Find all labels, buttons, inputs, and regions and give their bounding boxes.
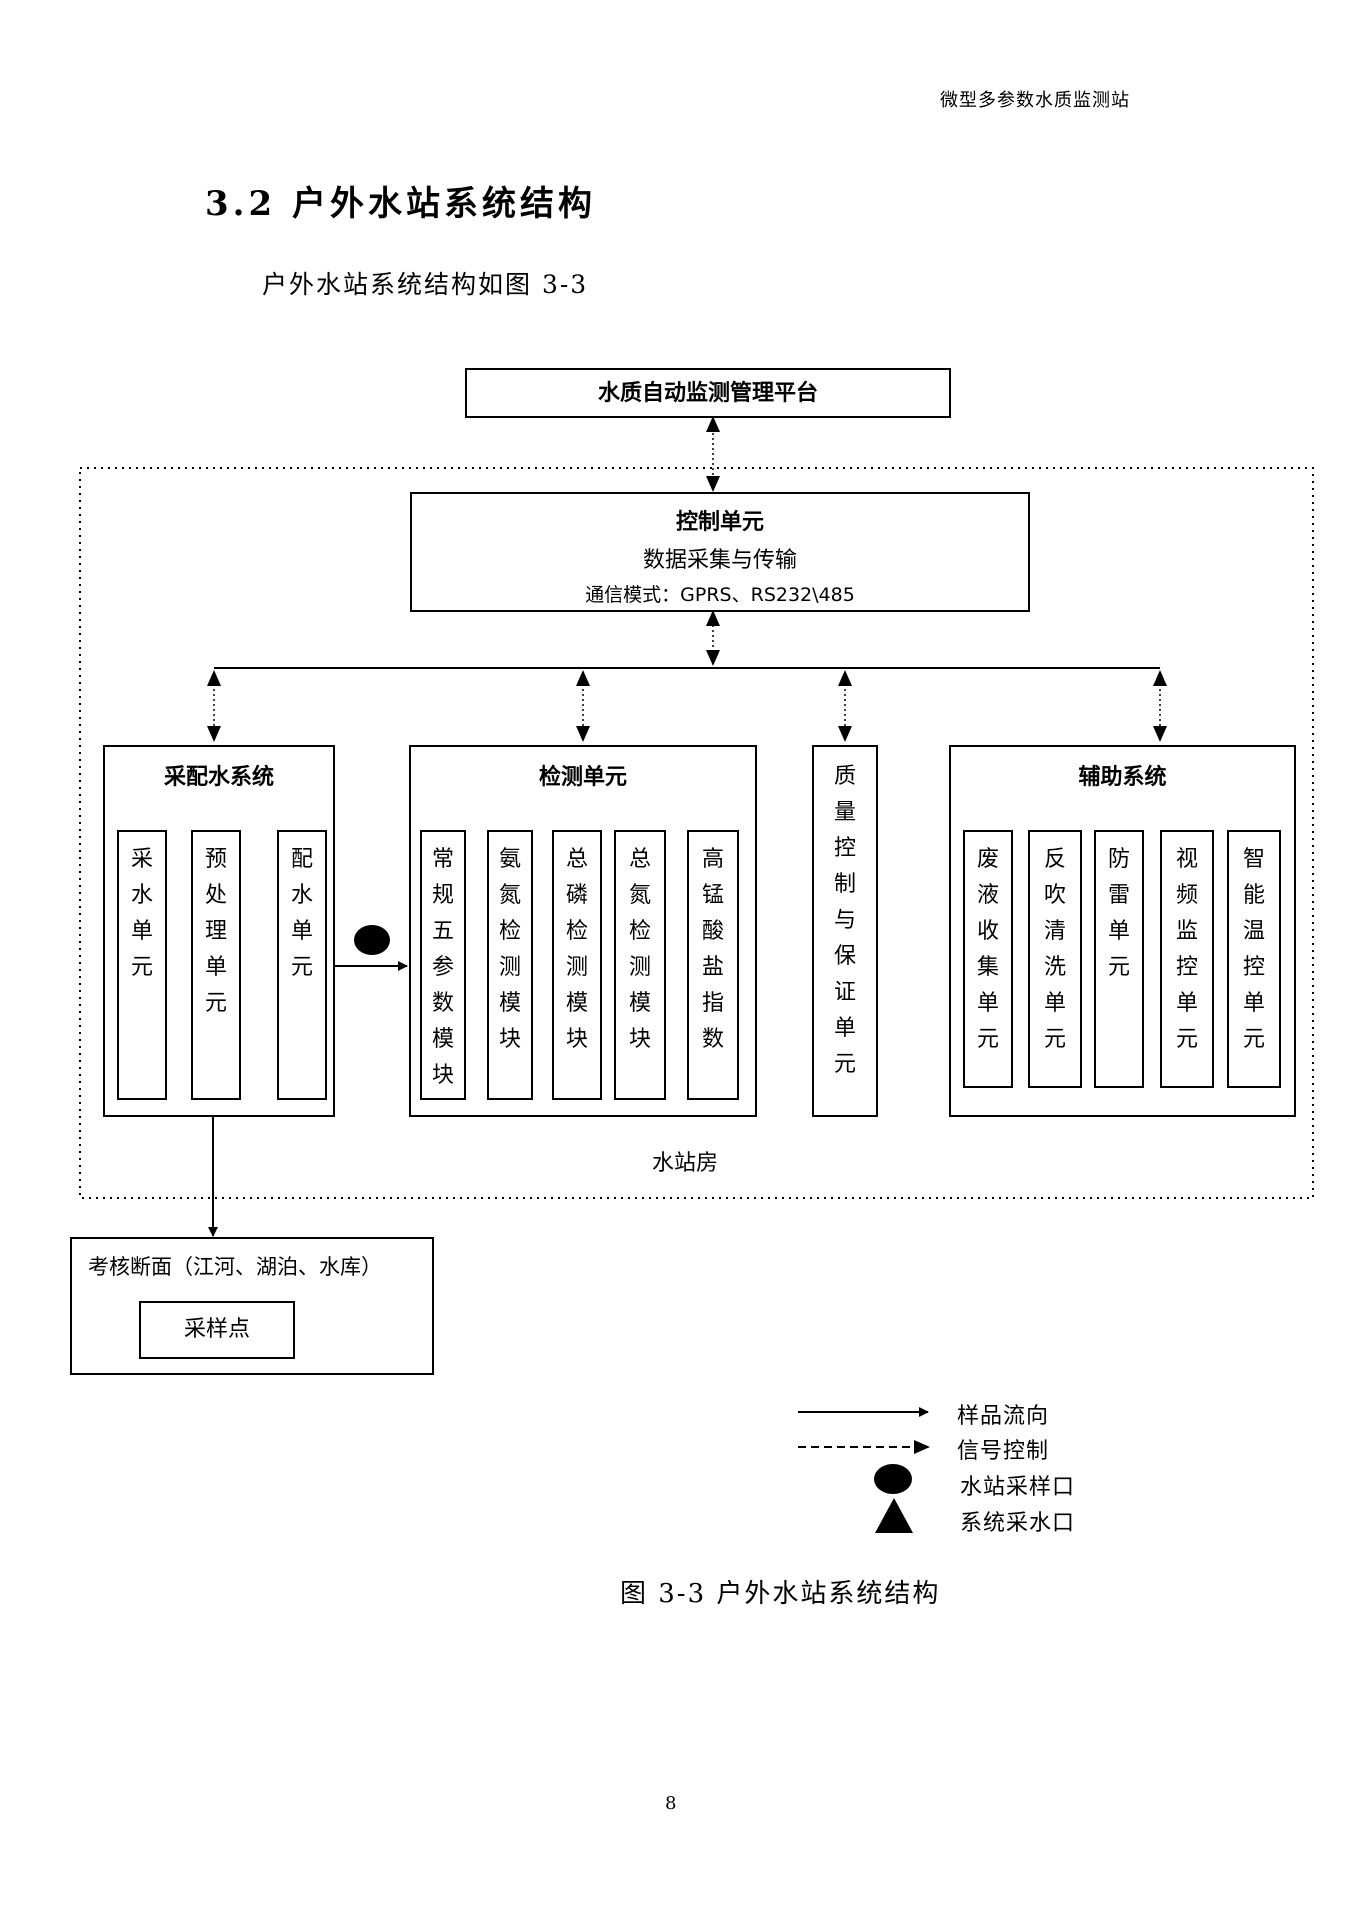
detection-module-label: 总磷检测模块	[565, 847, 588, 1052]
auxiliary-unit-label: 防雷单元	[1107, 847, 1130, 980]
auxiliary-unit: 废液收集单元	[963, 830, 1013, 1088]
detection-unit-title: 检测单元	[538, 764, 627, 790]
supply-unit-intake: 采水单元	[117, 830, 167, 1100]
supply-unit-label: 配水单元	[290, 847, 313, 980]
detection-module: 常规五参数模块	[420, 830, 466, 1100]
control-unit-box: 控制单元 数据采集与传输 通信模式：GPRS、RS232\485	[410, 492, 1030, 612]
quality-control-box: 质量控制与保证单元	[812, 745, 878, 1117]
station-sampling-port-mark	[354, 925, 390, 955]
detection-module: 氨氮检测模块	[487, 830, 533, 1100]
detection-module-label: 氨氮检测模块	[498, 847, 521, 1052]
auxiliary-unit-label: 视频监控单元	[1175, 847, 1198, 1052]
auxiliary-unit: 防雷单元	[1094, 830, 1144, 1088]
legend-sample-flow: 样品流向	[957, 1404, 1050, 1429]
supply-unit-label: 采水单元	[130, 847, 153, 980]
auxiliary-unit: 智能温控单元	[1227, 830, 1281, 1088]
detection-module-label: 高锰酸盐指数	[701, 847, 724, 1052]
running-header: 微型多参数水质监测站	[940, 90, 1130, 111]
legend-system-intake-port: 系统采水口	[960, 1511, 1076, 1536]
auxiliary-unit: 反吹清洗单元	[1028, 830, 1082, 1088]
intro-text: 户外水站系统结构如图 3-3	[262, 270, 589, 299]
auxiliary-unit: 视频监控单元	[1160, 830, 1214, 1088]
detection-module: 总磷检测模块	[552, 830, 602, 1100]
control-unit-line1: 数据采集与传输	[642, 548, 797, 573]
page-number: 8	[665, 1793, 677, 1814]
detection-module-label: 总氮检测模块	[628, 847, 651, 1052]
station-room-boundary	[79, 467, 1314, 1199]
legend-signal-control: 信号控制	[957, 1439, 1050, 1464]
auxiliary-unit-label: 废液收集单元	[976, 847, 999, 1052]
detection-module-label: 常规五参数模块	[431, 847, 454, 1088]
auxiliary-system-title: 辅助系统	[1078, 764, 1167, 790]
supply-unit-pretreatment: 预处理单元	[191, 830, 241, 1100]
supply-unit-label: 预处理单元	[204, 847, 227, 1016]
control-unit-title: 控制单元	[675, 509, 764, 535]
figure-caption: 图 3-3 户外水站系统结构	[620, 1579, 941, 1609]
monitoring-platform-box: 水质自动监测管理平台	[465, 368, 951, 418]
detection-module: 高锰酸盐指数	[687, 830, 739, 1100]
station-room-label: 水站房	[652, 1151, 719, 1176]
assessment-section-title: 考核断面（江河、湖泊、水库）	[88, 1255, 382, 1279]
auxiliary-unit-label: 智能温控单元	[1242, 847, 1265, 1052]
sampling-point-label: 采样点	[183, 1317, 250, 1342]
quality-control-label: 质量控制与保证单元	[833, 764, 856, 1077]
section-title: 3.2 户外水站系统结构	[205, 184, 596, 224]
control-unit-line2: 通信模式：GPRS、RS232\485	[585, 584, 855, 606]
water-supply-system-title: 采配水系统	[163, 764, 274, 790]
platform-label: 水质自动监测管理平台	[597, 380, 818, 406]
legend-station-sampling-port: 水站采样口	[960, 1475, 1076, 1500]
supply-unit-distribution: 配水单元	[277, 830, 327, 1100]
auxiliary-unit-label: 反吹清洗单元	[1043, 847, 1066, 1052]
sampling-point-box: 采样点	[139, 1301, 295, 1359]
detection-module: 总氮检测模块	[614, 830, 666, 1100]
